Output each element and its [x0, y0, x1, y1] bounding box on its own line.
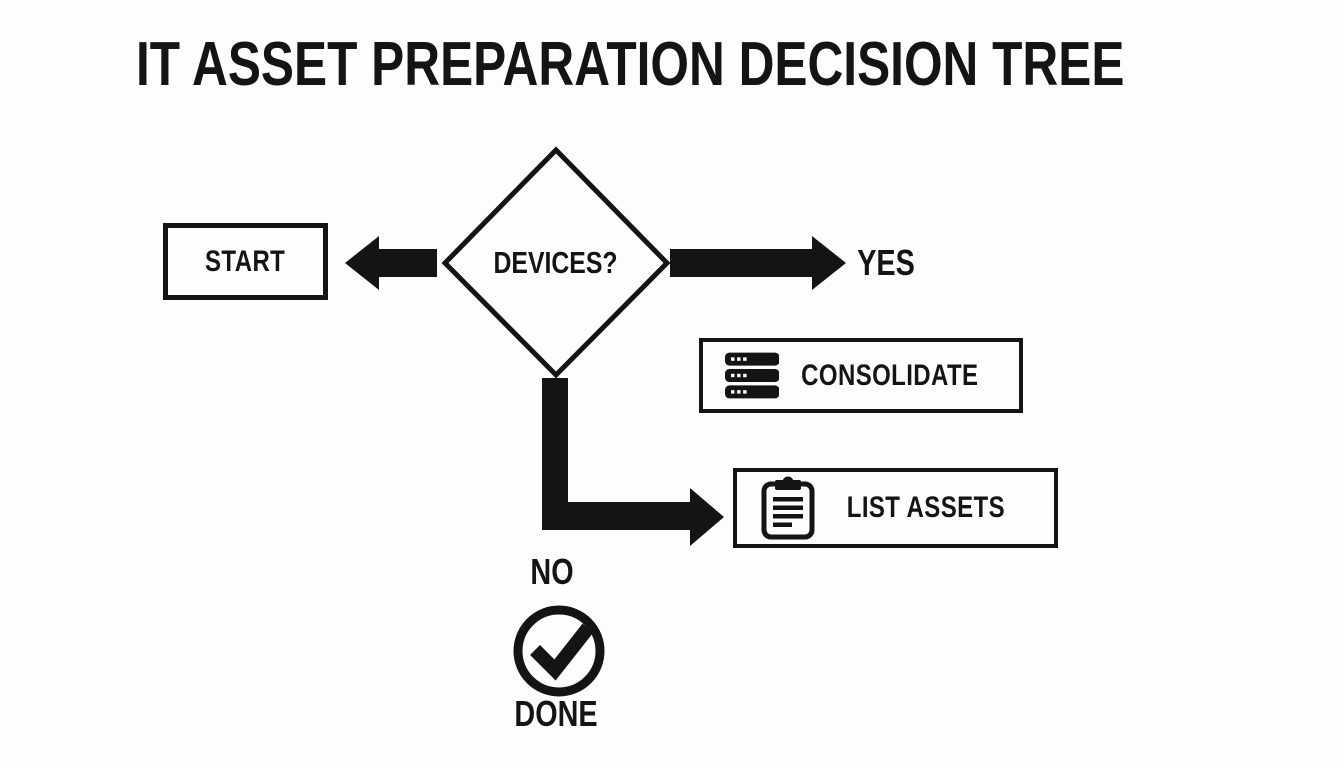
- clipboard-icon: [761, 476, 815, 540]
- elbow-arrow-no-branch: [542, 378, 724, 546]
- yes-branch-label-wrap: YES: [850, 243, 922, 283]
- start-label: START: [205, 244, 286, 278]
- consolidate-label-wrap: CONSOLIDATE: [779, 359, 1001, 393]
- arrow-to-yes: [670, 236, 846, 290]
- done-label-wrap: DONE: [496, 694, 616, 734]
- no-label: NO: [530, 551, 574, 592]
- start-node: START: [163, 223, 328, 300]
- yes-label: YES: [857, 242, 915, 283]
- done-label: DONE: [514, 693, 598, 734]
- decision-label: DEVICES?: [493, 245, 619, 280]
- consolidate-label: CONSOLIDATE: [801, 358, 979, 392]
- decision-node-label-wrap: DEVICES?: [446, 241, 666, 285]
- list-assets-label: LIST ASSETS: [846, 491, 1005, 524]
- decision-diamond: [441, 146, 671, 379]
- check-circle-icon: [513, 605, 605, 697]
- server-stack-icon: [725, 352, 780, 399]
- list-assets-node: LIST ASSETS: [733, 468, 1058, 548]
- consolidate-node: CONSOLIDATE: [699, 338, 1023, 413]
- arrow-to-start: [345, 236, 437, 290]
- page-title: IT ASSET PREPARATION DECISION TREE: [136, 30, 1125, 99]
- list-assets-label-wrap: LIST ASSETS: [815, 491, 1036, 525]
- no-branch-label-wrap: NO: [512, 552, 592, 592]
